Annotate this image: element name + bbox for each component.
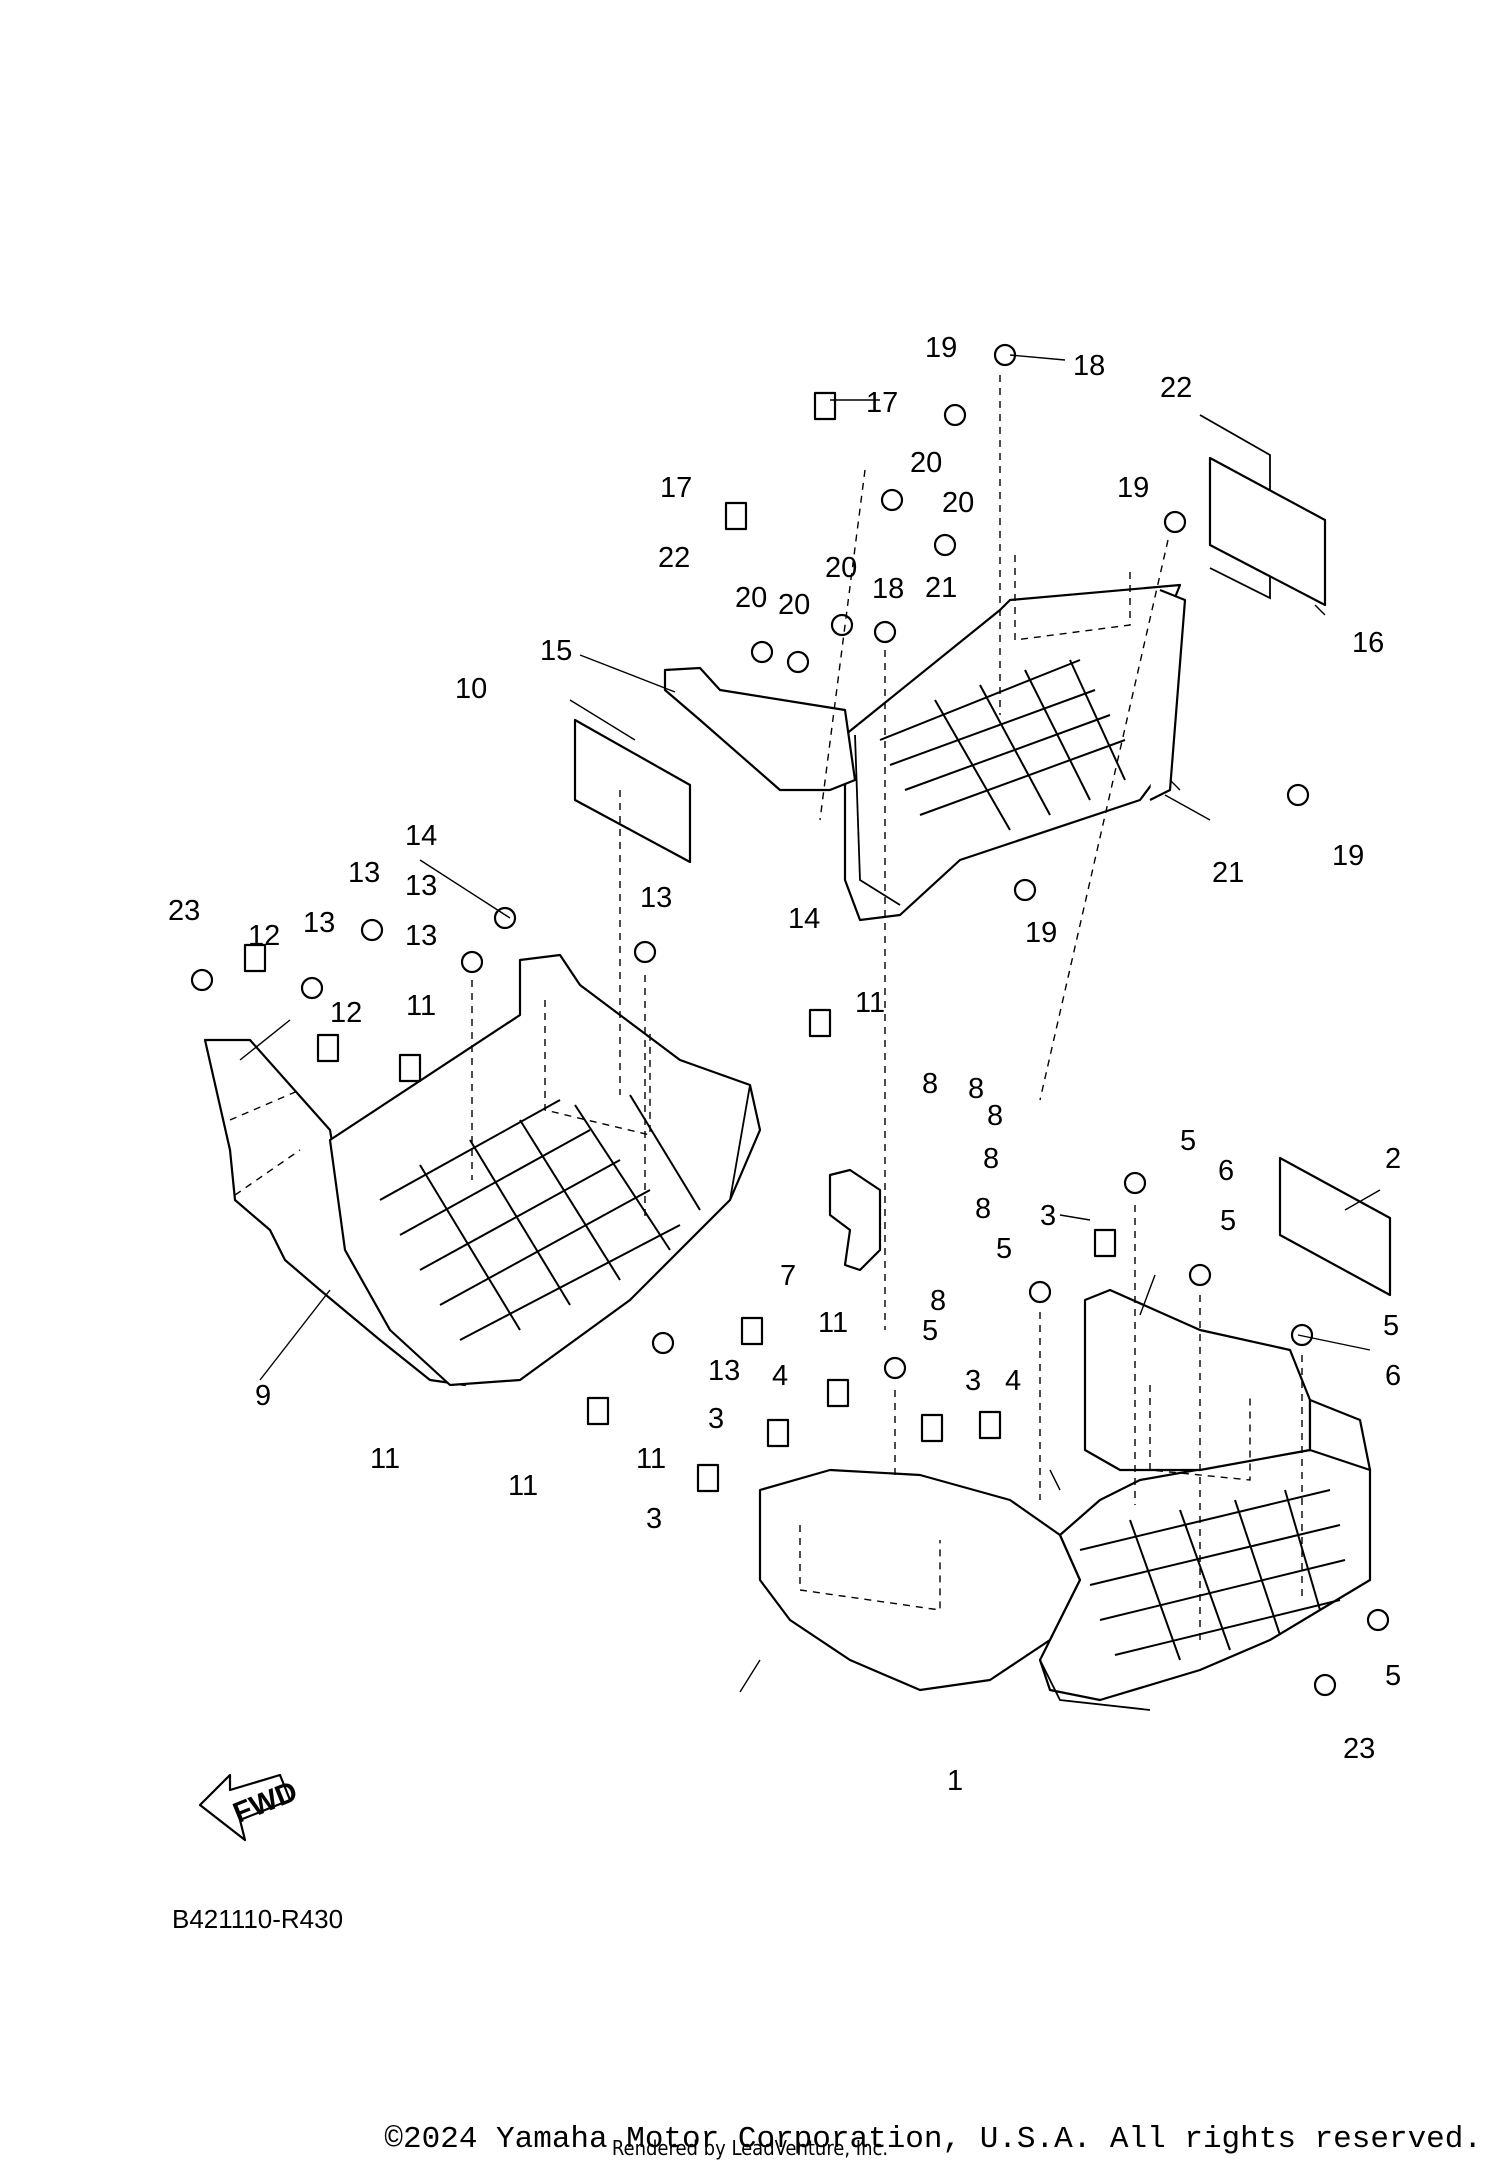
callout-19: 19 (925, 332, 957, 364)
callout-5: 5 (922, 1315, 938, 1347)
callout-7: 7 (780, 1260, 796, 1292)
callout-11: 11 (508, 1470, 538, 1502)
part-code: B421110-R430 (172, 1904, 343, 1934)
rear-floor-panel (663, 414, 1327, 922)
callout-18: 18 (872, 573, 904, 605)
bracket-part-7 (828, 1168, 882, 1272)
callout-22: 22 (1160, 372, 1192, 404)
callout-20: 20 (735, 582, 767, 614)
callout-22: 22 (658, 542, 690, 574)
callout-12: 12 (330, 997, 362, 1029)
callout-8: 8 (930, 1285, 946, 1317)
callout-13: 13 (405, 920, 437, 952)
callout-13: 13 (405, 870, 437, 902)
callout-19: 19 (1332, 840, 1364, 872)
callout-20: 20 (825, 552, 857, 584)
callout-11: 11 (406, 990, 436, 1022)
callout-17: 17 (660, 472, 692, 504)
callout-1: 1 (947, 1765, 963, 1797)
callout-16: 16 (1352, 627, 1384, 659)
callout-3: 3 (708, 1403, 724, 1435)
callout-5: 5 (1385, 1660, 1401, 1692)
callout-6: 6 (1385, 1360, 1401, 1392)
callout-3: 3 (646, 1503, 662, 1535)
callout-8: 8 (975, 1193, 991, 1225)
callout-11: 11 (370, 1443, 400, 1475)
callout-11: 11 (818, 1307, 848, 1339)
callout-4: 4 (772, 1360, 788, 1392)
rendered-by-notice: Rendered by LeadVenture, Inc. (611, 2136, 889, 2160)
callout-8: 8 (987, 1100, 1003, 1132)
right-floor-panel (758, 1288, 1372, 1711)
callout-17: 17 (866, 387, 898, 419)
callout-14: 14 (788, 903, 820, 935)
callout-13: 13 (348, 857, 380, 889)
callout-13: 13 (640, 882, 672, 914)
copyright-text: ©2024 Yamaha Motor Corporation, U.S.A. A… (384, 2122, 1482, 2157)
callout-13: 13 (303, 907, 335, 939)
copyright-notice: ©2024 Yamaha Motor Corporation, U.S.A. A… (0, 2122, 1500, 2157)
fwd-arrow-icon: FWD (198, 1773, 302, 1842)
callout-8: 8 (983, 1143, 999, 1175)
callout-5: 5 (1383, 1310, 1399, 1342)
callout-11: 11 (636, 1443, 666, 1475)
callout-11: 11 (855, 987, 885, 1019)
callout-5: 5 (1180, 1125, 1196, 1157)
callout-2: 2 (1385, 1143, 1401, 1175)
callout-10: 10 (455, 673, 487, 705)
callout-5: 5 (996, 1233, 1012, 1265)
callout-8: 8 (922, 1068, 938, 1100)
callout-13: 13 (708, 1355, 740, 1387)
callout-4: 4 (1005, 1365, 1021, 1397)
callout-23: 23 (168, 895, 200, 927)
left-floor-panel (203, 953, 762, 1387)
callout-6: 6 (1218, 1155, 1234, 1187)
callout-21: 21 (925, 572, 957, 604)
callout-19: 19 (1025, 917, 1057, 949)
callout-20: 20 (778, 589, 810, 621)
callout-5: 5 (1220, 1205, 1236, 1237)
callout-8: 8 (968, 1073, 984, 1105)
callout-3: 3 (965, 1365, 981, 1397)
callout-19: 19 (1117, 472, 1149, 504)
callout-labels: 1 2 3 3 3 3 4 4 5 5 5 5 5 5 6 6 7 8 8 8 … (168, 332, 1401, 1934)
fasteners (190, 343, 1390, 1697)
callout-3: 3 (1040, 1200, 1056, 1232)
callout-18: 18 (1073, 350, 1105, 382)
callout-21: 21 (1212, 857, 1244, 889)
callout-20: 20 (910, 447, 942, 479)
callout-23: 23 (1343, 1733, 1375, 1765)
callout-9: 9 (255, 1380, 271, 1412)
callout-12: 12 (248, 920, 280, 952)
pads (573, 718, 1392, 1297)
callout-15: 15 (540, 635, 572, 667)
callout-14: 14 (405, 820, 437, 852)
callout-20: 20 (942, 487, 974, 519)
